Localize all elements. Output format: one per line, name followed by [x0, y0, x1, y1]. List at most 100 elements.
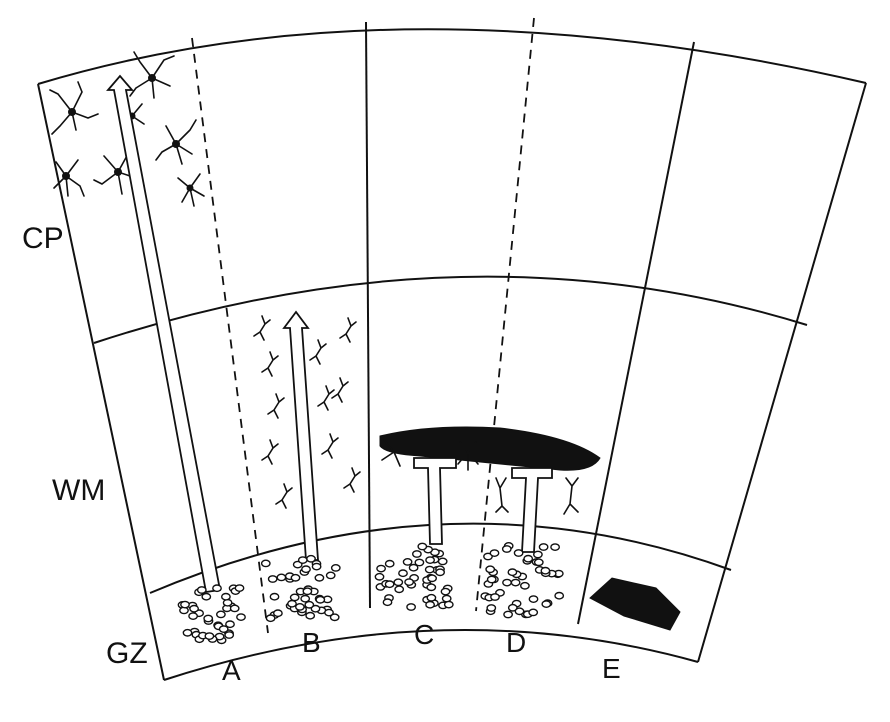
column-dividers — [192, 18, 694, 633]
progenitor-cell — [235, 585, 243, 591]
progenitor-cell — [427, 584, 435, 590]
migrating-cell — [344, 468, 360, 492]
outer-arc — [38, 29, 866, 84]
progenitor-cell — [301, 596, 309, 602]
progenitor-cell — [515, 608, 523, 614]
progenitor-cell — [183, 630, 191, 636]
tangential-mass — [380, 427, 600, 470]
glial-cell — [564, 478, 578, 514]
progenitor-cell — [274, 610, 282, 616]
migrating-cell — [340, 318, 356, 342]
progenitor-cell — [486, 566, 494, 572]
column-d — [481, 468, 578, 618]
progenitor-cell — [205, 633, 213, 639]
progenitor-cells-d — [481, 543, 563, 618]
cp-wm-boundary — [94, 277, 807, 343]
migrating-cell — [310, 340, 326, 364]
column-e — [590, 578, 680, 630]
progenitor-cell — [539, 544, 547, 550]
pyramidal-neuron — [50, 82, 98, 134]
progenitor-cell — [503, 546, 511, 552]
progenitor-cell — [418, 543, 426, 549]
progenitor-cell — [488, 576, 496, 582]
progenitor-cell — [296, 604, 304, 610]
progenitor-cell — [332, 565, 340, 571]
progenitor-cell — [428, 575, 436, 581]
zone-labels: CP WM GZ — [22, 222, 148, 670]
progenitor-cell — [445, 601, 453, 607]
progenitor-cell — [277, 574, 285, 580]
t-shaped-cell-c — [414, 458, 456, 544]
zone-label-wm: WM — [52, 474, 105, 507]
progenitor-cell — [441, 588, 449, 594]
progenitor-cell — [426, 566, 434, 572]
progenitor-cell — [436, 569, 444, 575]
progenitor-cell — [316, 597, 324, 603]
progenitor-cell — [305, 602, 313, 608]
progenitor-cell — [386, 561, 394, 567]
progenitor-cell — [312, 563, 320, 569]
progenitor-cell — [508, 569, 516, 575]
progenitor-cell — [217, 611, 225, 617]
progenitor-cell — [511, 579, 519, 585]
progenitor-cell — [262, 560, 270, 566]
progenitor-cell — [399, 570, 407, 576]
radial-migration-arrow — [284, 312, 318, 560]
progenitor-cell — [426, 602, 434, 608]
progenitor-cell — [222, 594, 230, 600]
progenitor-cells-c — [375, 543, 453, 610]
progenitor-cell — [225, 632, 233, 638]
progenitor-cell — [504, 611, 512, 617]
progenitor-cell — [555, 593, 563, 599]
progenitor-cell — [541, 568, 549, 574]
migrating-cell — [268, 394, 284, 418]
progenitor-cell — [327, 572, 335, 578]
progenitor-cell — [299, 557, 307, 563]
column-label-c: C — [414, 619, 434, 650]
progenitor-cell — [521, 583, 529, 589]
progenitor-cell — [202, 594, 210, 600]
progenitor-cell — [204, 615, 212, 621]
migrating-cell — [262, 352, 278, 376]
progenitor-cell — [269, 576, 277, 582]
progenitor-cell — [325, 609, 333, 615]
divider-b-c — [366, 22, 370, 608]
glial-cell — [496, 478, 508, 512]
germinal-zone-mass — [590, 578, 680, 630]
progenitor-cell — [427, 595, 435, 601]
progenitor-cell — [426, 557, 434, 563]
progenitor-cell — [213, 585, 221, 591]
progenitor-cell — [490, 550, 498, 556]
column-label-b: B — [302, 627, 321, 658]
progenitor-cell — [303, 588, 311, 594]
column-label-e: E — [602, 653, 621, 684]
migrating-cell — [254, 316, 270, 340]
column-b — [254, 312, 360, 621]
progenitor-cell — [524, 556, 532, 562]
progenitor-cell — [529, 609, 537, 615]
progenitor-cell — [237, 614, 245, 620]
zone-label-cp: CP — [22, 222, 64, 255]
migrating-cell — [322, 434, 338, 458]
progenitor-cell — [413, 551, 421, 557]
zone-label-gz: GZ — [106, 637, 148, 670]
progenitor-cell — [395, 586, 403, 592]
progenitor-cell — [189, 613, 197, 619]
progenitor-cell — [383, 599, 391, 605]
column-a — [50, 52, 245, 644]
progenitor-cell — [291, 575, 299, 581]
t-shaped-cell-d — [512, 468, 552, 552]
column-label-d: D — [506, 627, 526, 658]
progenitor-cell — [529, 596, 537, 602]
right-edge — [698, 83, 866, 662]
pyramidal-neuron — [156, 120, 196, 164]
progenitor-cell — [514, 550, 522, 556]
progenitor-cell — [439, 558, 447, 564]
pyramidal-neuron — [178, 174, 204, 206]
progenitor-cell — [190, 606, 198, 612]
progenitor-cell — [403, 559, 411, 565]
progenitor-cell — [405, 579, 413, 585]
column-labels: A B C D E — [222, 619, 621, 686]
